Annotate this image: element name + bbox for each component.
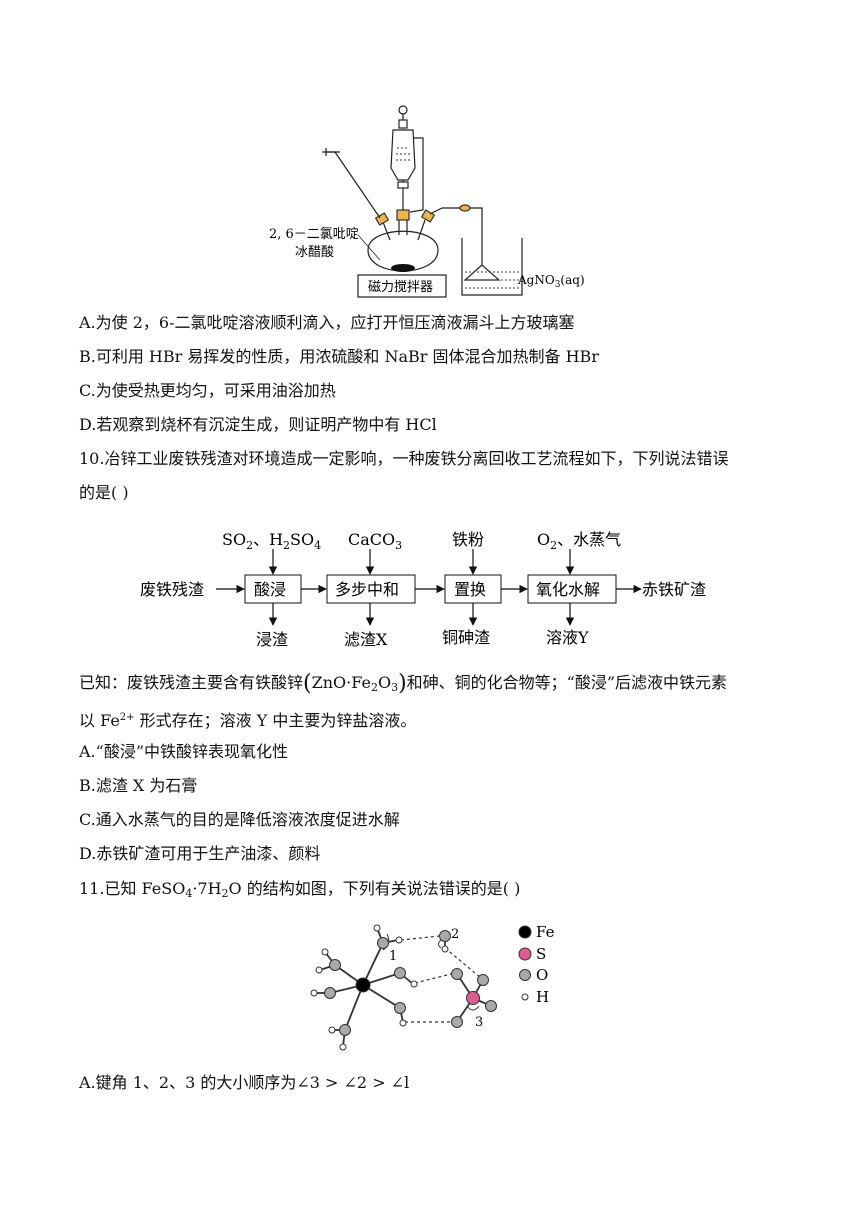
flow-input: 废铁残渣 (140, 580, 204, 599)
q10-option-c: C.通入水蒸气的目的是降低溶液浓度促进水解 (79, 810, 400, 829)
stirrer-label: 磁力搅拌器 (368, 279, 433, 295)
legend-s: S (536, 945, 546, 963)
reagent-iron-powder: 铁粉 (452, 530, 484, 549)
flow-step-acid-leach: 酸浸 (254, 580, 286, 599)
legend-h: H (536, 988, 549, 1006)
q10-option-b: B.滤渣 X 为石膏 (79, 776, 198, 795)
feso4-structure-figure: 1 2 3 Fe S O H (310, 923, 555, 1051)
q10-stem-line-2: 的是( ) (79, 483, 129, 502)
reagent-label-2: 冰醋酸 (295, 244, 334, 260)
product-solution-y: 溶液Y (546, 628, 589, 647)
q10-option-a: A.“酸浸”中铁酸锌表现氧化性 (79, 742, 289, 761)
legend-fe: Fe (536, 923, 555, 941)
q9-option-a: A.为使 2，6-二氯吡啶溶液顺利滴入，应打开恒压滴液漏斗上方玻璃塞 (79, 313, 575, 332)
flow-step-oxidize: 氧化水解 (536, 580, 600, 599)
angle-label-1: 1 (389, 949, 397, 964)
angle-label-3: 3 (475, 1015, 483, 1030)
angle-label-2: 2 (451, 927, 459, 942)
product-leach-residue: 浸渣 (256, 630, 288, 649)
q10-stem-line-1: 10.冶锌工业废铁残渣对环境造成一定影响，一种废铁分离回收工艺流程如下，下列说法… (79, 449, 729, 468)
q9-option-c: C.为使受热更均匀，可采用油浴加热 (79, 381, 336, 400)
flow-step-neutralize: 多步中和 (335, 580, 399, 599)
legend-o: O (536, 966, 548, 984)
reagent-caco3: CaCO3 (348, 530, 402, 552)
q10-option-d: D.赤铁矿渣可用于生产油漆、颜料 (79, 844, 321, 863)
q9-option-b: B.可利用 HBr 易挥发的性质，用浓硫酸和 NaBr 固体混合加热制备 HBr (79, 347, 599, 366)
reagent-oxygen-steam: O2、水蒸气 (537, 530, 621, 552)
reagent-acid: SO2、H2SO4 (222, 530, 321, 552)
reagent-label-1: 2, 6－二氯吡啶 (269, 227, 359, 242)
product-cu-as-residue: 铜砷渣 (442, 628, 490, 647)
flow-output: 赤铁矿渣 (642, 580, 706, 599)
process-flowchart: 废铁残渣 赤铁矿渣 酸浸 多步中和 置换 氧化水解 SO2、H2S (140, 530, 706, 649)
q11-option-a: A.键角 1、2、3 的大小顺序为∠3 > ∠2 > ∠l (79, 1073, 410, 1092)
product-filter-residue-x: 滤渣X (344, 630, 388, 649)
q9-option-d: D.若观察到烧杯有沉淀生成，则证明产物中有 HCl (79, 415, 437, 434)
apparatus-figure: 2, 6－二氯吡啶 冰醋酸 磁力搅拌器 AgNO3(aq) (269, 105, 585, 298)
q11-stem: 11.已知 FeSO4·7H2O 的结构如图，下列有关说法错误的是( ) (79, 879, 521, 900)
q10-known-line-2: 以 Fe2+ 形式存在；溶液 Y 中主要为锌盐溶液。 (79, 711, 417, 730)
q10-known-line-1: 已知：废铁残渣主要含有铁酸锌(ZnO·Fe2O3)和砷、铜的化合物等；“酸浸”后… (79, 671, 728, 696)
flow-step-replace: 置换 (454, 580, 486, 599)
beaker-label: AgNO3(aq) (517, 273, 585, 290)
